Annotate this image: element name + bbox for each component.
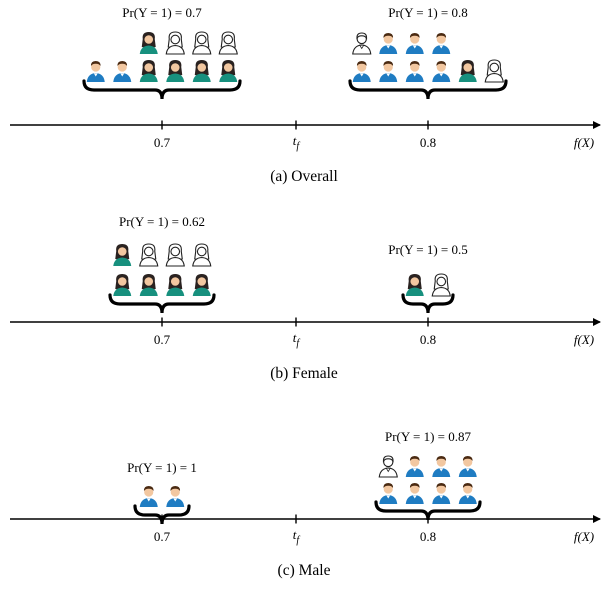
male-person-icon xyxy=(379,61,398,82)
tick-label-threshold: tf xyxy=(293,527,301,546)
panel-caption: (a) Overall xyxy=(270,168,338,185)
male-person-icon xyxy=(405,33,424,54)
male-person-icon xyxy=(86,61,105,82)
female-outline-icon xyxy=(192,243,212,267)
female-person-icon xyxy=(192,60,211,82)
female-person-icon xyxy=(139,32,158,54)
male-person-icon xyxy=(432,456,451,477)
positive-rate-label: Pr(Y = 1) = 0.62 xyxy=(119,214,205,229)
tick-label-left: 0.7 xyxy=(154,135,171,150)
panel-male: 0.7 0.8 tf f(X) (c) Male Pr(Y = 1) = 1 Pr(Y = … xyxy=(10,429,601,579)
tick-label-threshold: tf xyxy=(293,133,301,152)
tick-label-right: 0.8 xyxy=(420,529,436,544)
female-person-icon xyxy=(113,244,132,266)
group-brace xyxy=(348,79,508,100)
male-person-icon xyxy=(139,486,158,507)
tick-label-right: 0.8 xyxy=(420,135,436,150)
male-person-icon xyxy=(432,33,451,54)
female-outline-icon xyxy=(165,31,185,55)
score-group-0.7: Pr(Y = 1) = 0.7 xyxy=(82,5,242,100)
score-group-0.8: Pr(Y = 1) = 0.87 xyxy=(374,429,482,521)
male-person-icon xyxy=(379,483,398,504)
panel-overall: 0.7 0.8 tf f(X) (a) Overall Pr(Y = 1) = 0.7 Pr… xyxy=(10,5,601,185)
group-brace xyxy=(108,293,216,314)
group-brace xyxy=(133,504,191,525)
positive-rate-label: Pr(Y = 1) = 0.8 xyxy=(388,5,468,20)
male-person-icon xyxy=(432,61,451,82)
male-person-icon xyxy=(405,456,424,477)
female-person-icon xyxy=(113,274,132,296)
score-group-0.7: Pr(Y = 1) = 1 xyxy=(127,460,197,525)
female-person-icon xyxy=(405,274,424,296)
female-person-icon xyxy=(139,60,158,82)
male-outline-icon xyxy=(378,455,398,478)
panel-female: 0.7 0.8 tf f(X) (b) Female Pr(Y = 1) = 0.62Pr… xyxy=(10,214,601,382)
male-person-icon xyxy=(166,486,185,507)
female-outline-icon xyxy=(431,273,451,297)
positive-rate-label: Pr(Y = 1) = 0.87 xyxy=(385,429,472,444)
female-outline-icon xyxy=(218,31,238,55)
score-group-0.8: Pr(Y = 1) = 0.8 xyxy=(348,5,508,100)
score-group-0.7: Pr(Y = 1) = 0.62 xyxy=(108,214,216,314)
tick-label-threshold: tf xyxy=(293,330,301,349)
female-person-icon xyxy=(219,60,238,82)
male-person-icon xyxy=(458,483,477,504)
male-person-icon xyxy=(405,61,424,82)
tick-label-left: 0.7 xyxy=(154,332,171,347)
positive-rate-label: Pr(Y = 1) = 1 xyxy=(127,460,197,475)
axis-label-score: f(X) xyxy=(574,529,594,544)
male-person-icon xyxy=(458,456,477,477)
male-person-icon xyxy=(352,61,371,82)
male-person-icon xyxy=(379,33,398,54)
female-person-icon xyxy=(166,60,185,82)
positive-rate-label: Pr(Y = 1) = 0.5 xyxy=(388,242,468,257)
male-person-icon xyxy=(113,61,132,82)
female-outline-icon xyxy=(192,31,212,55)
female-outline-icon xyxy=(165,243,185,267)
female-person-icon xyxy=(192,274,211,296)
female-outline-icon xyxy=(139,243,159,267)
group-brace xyxy=(82,79,242,100)
axis-label-score: f(X) xyxy=(574,135,594,150)
male-outline-icon xyxy=(352,32,372,55)
female-person-icon xyxy=(166,274,185,296)
tick-label-right: 0.8 xyxy=(420,332,436,347)
panel-caption: (c) Male xyxy=(278,562,331,579)
positive-rate-label: Pr(Y = 1) = 0.7 xyxy=(122,5,202,20)
female-person-icon xyxy=(458,60,477,82)
female-outline-icon xyxy=(484,59,504,83)
score-group-0.8: Pr(Y = 1) = 0.5 xyxy=(388,242,468,314)
group-brace xyxy=(401,293,455,314)
male-person-icon xyxy=(405,483,424,504)
axis-label-score: f(X) xyxy=(574,332,594,347)
male-person-icon xyxy=(432,483,451,504)
panel-caption: (b) Female xyxy=(270,365,338,382)
group-brace xyxy=(374,500,482,521)
tick-label-left: 0.7 xyxy=(154,529,171,544)
female-person-icon xyxy=(139,274,158,296)
